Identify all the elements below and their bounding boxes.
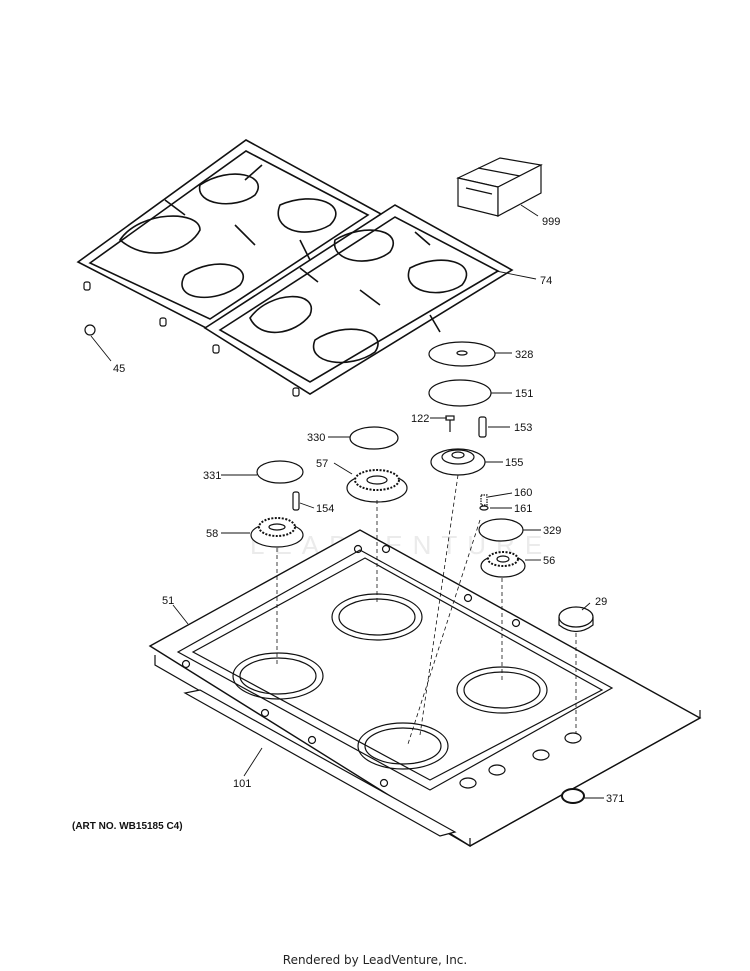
footer-credit: Rendered by LeadVenture, Inc. <box>282 953 468 967</box>
callout-331: 331 <box>203 470 221 482</box>
callout-330: 330 <box>307 432 325 444</box>
part-155-burner-base[interactable] <box>430 448 486 476</box>
part-151-cap[interactable] <box>428 379 492 407</box>
part-161-washer[interactable] <box>479 505 489 511</box>
leader-lines <box>90 204 604 799</box>
callout-155: 155 <box>505 457 523 469</box>
part-153-pin[interactable] <box>478 416 487 438</box>
part-56-burner-head[interactable] <box>480 551 526 578</box>
part-45-rubber-foot[interactable] <box>84 324 96 336</box>
callout-371: 371 <box>606 793 624 805</box>
callout-labels: 999 74 45 328 151 122 153 330 155 57 331… <box>113 216 624 805</box>
grate-feet <box>83 281 300 397</box>
callout-45: 45 <box>113 363 125 375</box>
part-58-burner-head[interactable] <box>250 517 304 548</box>
part-74-grate-right[interactable] <box>203 204 514 395</box>
part-154-pin[interactable] <box>292 491 300 511</box>
art-number: (ART NO. WB15185 C4) <box>72 821 183 832</box>
part-999-box[interactable] <box>456 157 543 218</box>
callout-160: 160 <box>514 487 532 499</box>
part-329-cap[interactable] <box>478 518 524 542</box>
callout-151: 151 <box>515 388 533 400</box>
callout-58: 58 <box>206 528 218 540</box>
part-371-bezel[interactable] <box>561 788 585 804</box>
callout-57: 57 <box>316 458 328 470</box>
callout-122: 122 <box>411 413 429 425</box>
assembly-lines <box>276 474 577 745</box>
part-57-burner-head[interactable] <box>346 469 408 503</box>
callout-161: 161 <box>514 503 532 515</box>
part-160-spring[interactable] <box>480 494 488 506</box>
part-101-gasket[interactable] <box>183 689 457 837</box>
callout-29: 29 <box>595 596 607 608</box>
part-328-cap[interactable] <box>428 341 496 367</box>
part-29-knob[interactable] <box>558 606 594 633</box>
part-330-cap[interactable] <box>349 426 399 450</box>
callout-999: 999 <box>542 216 560 228</box>
callout-51: 51 <box>162 595 174 607</box>
part-51-cooktop[interactable] <box>148 529 702 848</box>
callout-101: 101 <box>233 778 251 790</box>
callout-329: 329 <box>543 525 561 537</box>
callout-328: 328 <box>515 349 533 361</box>
callout-153: 153 <box>514 422 532 434</box>
callout-56: 56 <box>543 555 555 567</box>
part-122-screw[interactable] <box>445 415 455 432</box>
callout-74: 74 <box>540 275 552 287</box>
callout-154: 154 <box>316 503 334 515</box>
part-331-cap[interactable] <box>256 460 304 484</box>
